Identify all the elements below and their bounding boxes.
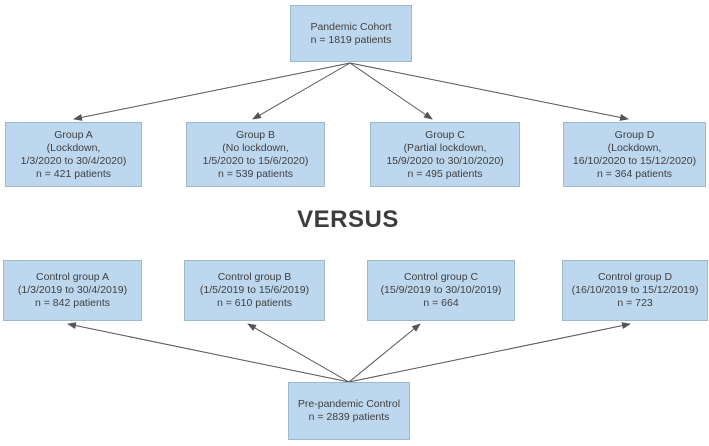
node-text-line: (1/3/2019 to 30/4/2019) [17,284,128,296]
node-text-line: Control group A [36,271,109,283]
node-text-line: n = 364 patients [596,167,673,180]
node-text-line: n = 2839 patients [308,411,390,423]
arrow-prepandemic-to-control-b [247,323,350,383]
node-control-group-d: Control group D (16/10/2019 to 15/12/201… [562,260,708,321]
node-text-line: n = 495 patients [407,167,483,180]
node-text-line: Group B [235,128,276,141]
node-group-b: Group B (No lockdown, 1/5/2020 to 15/6/2… [186,122,325,187]
node-text-line: (15/9/2019 to 30/10/2019) [380,284,502,296]
arrow-prepandemic-to-control-c [348,323,421,383]
node-text-line: Control group B [217,271,292,283]
node-text-line: n = 664 [423,297,459,309]
node-text-line: Control group C [403,271,479,283]
arrow-pandemic-to-group-c [349,62,433,120]
node-control-group-b: Control group B (1/5/2019 to 15/6/2019) … [184,260,325,321]
node-text-line: Control group D [597,271,673,283]
node-text-line: Group C [425,128,465,141]
arrow-pandemic-to-group-d [349,62,629,121]
node-text-line: (1/5/2019 to 15/6/2019) [199,284,310,296]
node-text-line: n = 723 [617,297,653,309]
node-text-line: n = 421 patients [35,167,112,180]
node-group-d: Group D (Lockdown, 16/10/2020 to 15/12/2… [563,122,706,187]
arrow-prepandemic-to-control-d [348,322,631,383]
node-text-line: (No lockdown, [222,141,289,154]
node-text-line: (16/10/2019 to 15/12/2019) [571,284,699,296]
node-text-line: n = 1819 patients [310,33,392,46]
node-group-a: Group A (Lockdown, 1/3/2020 to 30/4/2020… [5,122,142,187]
versus-label: VERSUS [297,206,399,233]
node-text-line: n = 539 patients [217,167,294,180]
node-text-line: (Lockdown, [46,141,101,154]
node-text-line: n = 610 patients [216,297,293,309]
arrow-prepandemic-to-control-a [67,322,350,383]
node-text-line: Pre-pandemic Control [297,398,401,410]
node-pandemic-cohort: Pandemic Cohort n = 1819 patients [290,5,412,62]
node-text-line: n = 842 patients [34,297,111,309]
node-text-line: Group A [54,128,93,141]
node-text-line: 1/3/2020 to 30/4/2020) [20,154,127,167]
node-text-line: Pandemic Cohort [310,20,392,33]
node-control-group-c: Control group C (15/9/2019 to 30/10/2019… [367,260,515,321]
node-text-line: (Partial lockdown, [403,141,487,154]
node-text-line: 1/5/2020 to 15/6/2020) [202,154,309,167]
node-pre-pandemic-control: Pre-pandemic Control n = 2839 patients [288,382,410,440]
node-control-group-a: Control group A (1/3/2019 to 30/4/2019) … [3,260,142,321]
arrow-pandemic-to-group-b [252,62,351,120]
node-text-line: 15/9/2020 to 30/10/2020) [386,154,504,167]
node-text-line: Group D [614,128,655,141]
arrow-pandemic-to-group-a [73,62,351,121]
node-group-c: Group C (Partial lockdown, 15/9/2020 to … [370,122,520,187]
node-text-line: (Lockdown, [607,141,662,154]
node-text-line: 16/10/2020 to 15/12/2020) [572,154,697,167]
